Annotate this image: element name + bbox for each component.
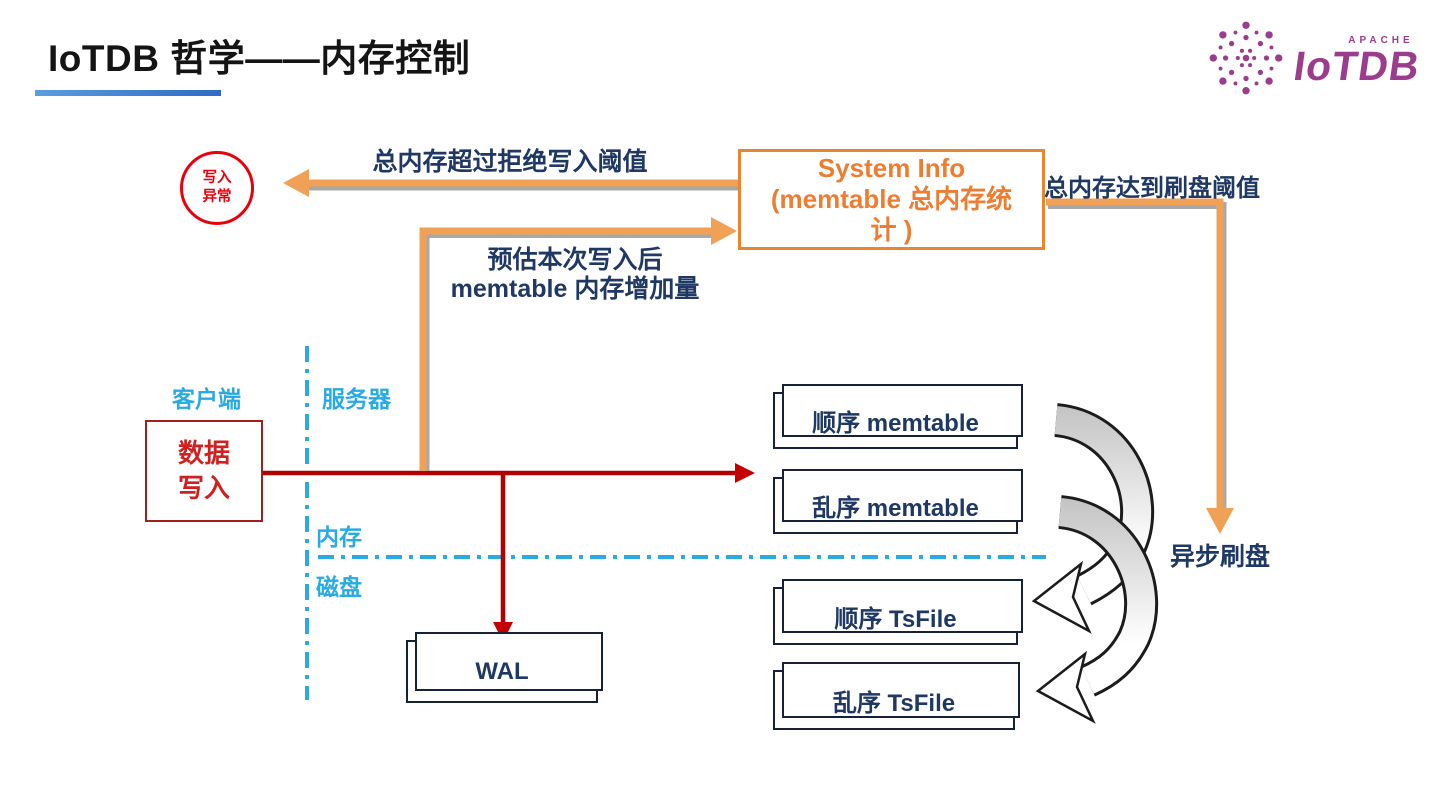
wal-node: WAL (406, 632, 603, 703)
estimate-report-arrow (419, 217, 737, 471)
apache-iotdb-logo: APACHE IoTDB (1200, 12, 1423, 104)
estimate-increase-label: 预估本次写入后 memtable 内存增加量 (450, 246, 700, 303)
server-region-label: 服务器 (322, 386, 391, 412)
flush-curve-unseq (1035, 495, 1159, 724)
unseq-memtable-node: 乱序 memtable (773, 469, 1023, 534)
flush-trigger-arrowhead (1206, 508, 1234, 534)
write-path-arrowhead (735, 463, 755, 483)
logo-wordmark: APACHE IoTDB (1291, 35, 1423, 89)
estimate-report-arrowhead (711, 217, 737, 245)
flush-curve-seq-arrowhead (1031, 560, 1092, 634)
memory-region-label: 内存 (316, 524, 362, 550)
disk-region-label: 磁盘 (316, 574, 362, 600)
seq-tsfile-node: 顺序 TsFile (773, 579, 1023, 645)
write-path (263, 463, 755, 642)
flush-curve-seq (1031, 403, 1155, 634)
client-region-label: 客户端 (172, 386, 241, 412)
system-info-node: System Info (memtable 总内存统 计 ) (738, 149, 1045, 250)
page-title: IoTDB 哲学——内存控制 (48, 38, 471, 79)
seq-memtable-node: 顺序 memtable (773, 384, 1023, 449)
unseq-tsfile-node: 乱序 TsFile (773, 662, 1020, 730)
reject-write-arrowhead (283, 169, 309, 197)
reject-threshold-label: 总内存超过拒绝写入阈值 (372, 148, 648, 176)
async-flush-label: 异步刷盘 (1170, 543, 1271, 571)
reject-write-arrow (283, 169, 740, 197)
title-underline (35, 90, 221, 96)
flush-trigger-arrow (1046, 198, 1234, 534)
logo-starburst-icon (1209, 21, 1283, 95)
flush-curve-unseq-arrowhead (1035, 650, 1096, 724)
data-write-node: 数据 写入 (145, 420, 263, 522)
write-exception-node: 写入 异常 (180, 151, 254, 225)
logo-apache-text: APACHE (1348, 35, 1414, 46)
flush-threshold-label: 总内存达到刷盘阈值 (1044, 175, 1260, 202)
